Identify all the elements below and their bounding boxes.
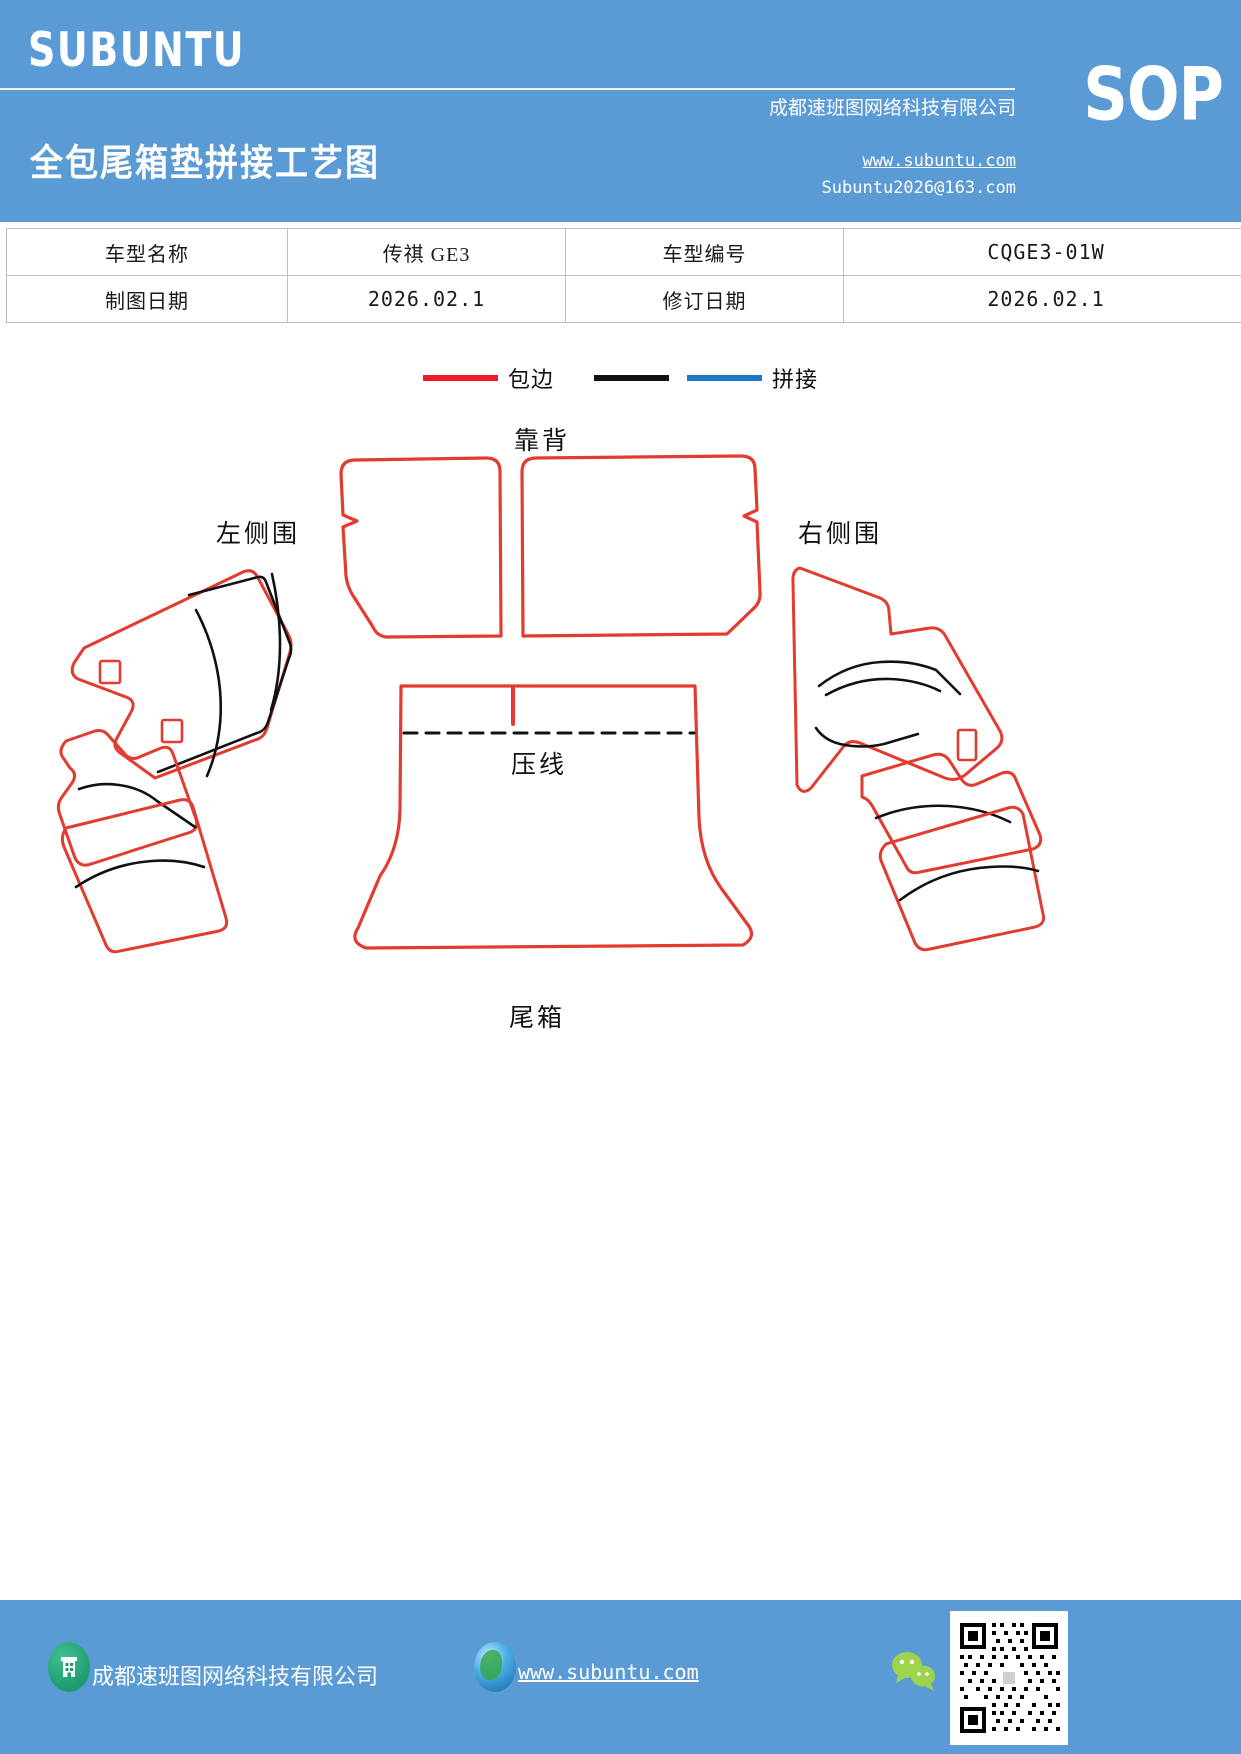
legend-label-binding: 包边 — [507, 367, 554, 392]
label-press-line: 压线 — [511, 752, 568, 779]
footer-company-name: 成都速班图网络科技有限公司 — [92, 1664, 379, 1689]
model-name-value: 传祺 GE3 — [287, 228, 566, 276]
right-side-cutout-1 — [956, 728, 978, 762]
header-website-link[interactable]: www.subuntu.com — [862, 151, 1016, 171]
model-code-label: 车型编号 — [565, 228, 844, 276]
wechat-icon — [890, 1650, 942, 1692]
left-side-upper-seam-2 — [194, 608, 223, 778]
revision-date-label: 修订日期 — [565, 275, 844, 323]
label-right-side: 右侧围 — [798, 521, 883, 548]
sop-badge: SOP — [1083, 50, 1224, 138]
left-side-upper-seam — [156, 575, 293, 774]
left-side-lower-seam — [77, 782, 197, 829]
page-footer: 成都速班图网络科技有限公司 www.subuntu.com — [0, 1600, 1241, 1754]
qr-code-glyph — [956, 1617, 1062, 1739]
wechat-glyph — [892, 1652, 935, 1691]
left-side-upper-outline — [70, 569, 293, 780]
pattern-svg — [56, 454, 1046, 954]
right-side-bottom-outline — [878, 805, 1046, 952]
model-code-value: CQGE3-01W — [843, 228, 1241, 276]
page-title: 全包尾箱垫拼接工艺图 — [30, 140, 380, 185]
label-backrest: 靠背 — [514, 428, 571, 455]
table-row: 车型名称 传祺 GE3 车型编号 CQGE3-01W — [6, 228, 1241, 276]
header-company-name: 成都速班图网络科技有限公司 — [768, 98, 1016, 119]
building-icon — [48, 1642, 90, 1692]
legend-swatch-seam-black — [594, 375, 669, 381]
left-side-upper-seam-3 — [269, 572, 282, 712]
revision-date-value: 2026.02.1 — [843, 275, 1241, 323]
page-header: SUBUNTU SOP 全包尾箱垫拼接工艺图 成都速班图网络科技有限公司 www… — [0, 0, 1241, 222]
right-side-middle-seam — [874, 804, 1012, 824]
building-glyph — [61, 1657, 77, 1678]
legend-swatch-seam-blue — [687, 375, 762, 381]
right-side-upper-seam-2 — [824, 677, 942, 697]
brand-logo: SUBUNTU — [28, 22, 246, 77]
globe-icon — [474, 1642, 516, 1692]
right-side-bottom-seam — [898, 865, 1040, 902]
table-row: 制图日期 2026.02.1 修订日期 2026.02.1 — [6, 275, 1241, 323]
right-side-upper-seam — [817, 660, 962, 696]
header-divider — [0, 88, 1015, 90]
draw-date-label: 制图日期 — [6, 275, 288, 323]
legend-swatch-binding — [422, 375, 498, 381]
footer-website-link[interactable]: www.subuntu.com — [518, 1660, 699, 1684]
label-left-side: 左侧围 — [216, 521, 301, 548]
left-side-lower-outline — [56, 729, 199, 867]
pattern-drawing: 靠背 左侧围 右侧围 压线 尾箱 — [0, 398, 1241, 1058]
left-side-bottom-seam — [74, 859, 206, 889]
vehicle-info-table: 车型名称 传祺 GE3 车型编号 CQGE3-01W 制图日期 2026.02.… — [6, 228, 1241, 323]
backrest-right-outline — [520, 454, 762, 638]
left-side-cutout-2 — [160, 718, 184, 744]
label-trunk: 尾箱 — [509, 1005, 566, 1032]
trunk-floor-outline — [353, 684, 754, 950]
backrest-left-outline — [339, 456, 503, 639]
draw-date-value: 2026.02.1 — [287, 275, 566, 323]
model-name-label: 车型名称 — [6, 228, 288, 276]
right-side-middle-outline — [860, 752, 1043, 875]
right-side-upper-seam-3 — [814, 726, 920, 748]
qr-code — [950, 1611, 1068, 1745]
left-side-cutout-1 — [98, 659, 122, 685]
legend-label-seam: 拼接 — [772, 367, 819, 392]
legend: 包边 拼接 — [0, 362, 1241, 394]
right-side-upper-outline — [791, 566, 1004, 793]
left-side-bottom-outline — [60, 798, 229, 954]
header-email: Subuntu2026@163.com — [821, 178, 1016, 198]
